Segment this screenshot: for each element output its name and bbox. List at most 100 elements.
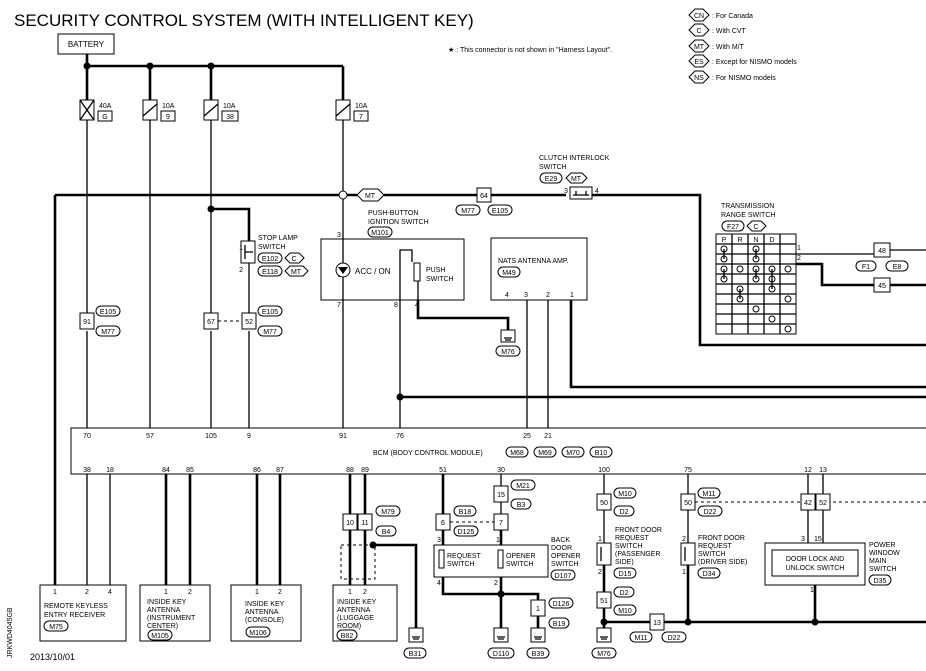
svg-text:2: 2 — [797, 255, 801, 262]
svg-text:M21: M21 — [516, 483, 530, 490]
front-door-request-switch-driver: 2 1 FRONT DOOR REQUEST SWITCH (DRIVER SI… — [680, 535, 747, 579]
svg-text:D15: D15 — [619, 571, 632, 578]
svg-text:B18: B18 — [459, 509, 472, 516]
svg-text:89: 89 — [361, 467, 369, 474]
svg-text:38: 38 — [83, 467, 91, 474]
svg-text:E8: E8 — [893, 264, 902, 271]
svg-text:SWITCH: SWITCH — [426, 276, 454, 283]
svg-text:E105: E105 — [100, 309, 116, 316]
svg-text:CN: CN — [694, 13, 704, 20]
push-button-ignition-switch: PUSH-BUTTON IGNITION SWITCH M101 3 ACC /… — [320, 210, 465, 309]
svg-text:13: 13 — [653, 620, 661, 627]
svg-text:ANTENNA: ANTENNA — [147, 607, 181, 614]
svg-text:10A: 10A — [223, 103, 236, 110]
svg-text:B4: B4 — [382, 529, 391, 536]
junction-50-passenger: 50 M10 D2 — [596, 487, 637, 517]
remote-keyless-receiver: 1 2 4 REMOTE KEYLESS ENTRY RECEIVER M75 — [39, 584, 127, 642]
svg-text:10A: 10A — [355, 103, 368, 110]
svg-text:SWITCH: SWITCH — [698, 551, 726, 558]
svg-text:N: N — [753, 237, 758, 244]
svg-text:ANTENNA: ANTENNA — [337, 607, 371, 614]
junction-13: 13 M11 D22 — [629, 613, 687, 643]
svg-text:DOOR: DOOR — [551, 545, 572, 552]
svg-text:M68: M68 — [510, 450, 524, 457]
svg-text:D126: D126 — [553, 601, 570, 608]
svg-text:SWITCH: SWITCH — [539, 164, 567, 171]
svg-text:1: 1 — [255, 589, 259, 596]
svg-text:E29: E29 — [545, 176, 558, 183]
svg-text:2: 2 — [682, 536, 686, 543]
svg-text:10: 10 — [346, 520, 354, 527]
svg-text:POWER: POWER — [869, 542, 895, 549]
svg-text:F27: F27 — [727, 224, 739, 231]
svg-text:ES: ES — [694, 59, 704, 66]
svg-text:11: 11 — [361, 520, 368, 527]
svg-text:FRONT DOOR: FRONT DOOR — [698, 535, 745, 542]
svg-text:G: G — [102, 114, 107, 121]
svg-text:87: 87 — [276, 467, 284, 474]
fuse-40a: 40A G — [79, 99, 113, 122]
svg-text:1: 1 — [496, 537, 500, 544]
svg-text:1: 1 — [239, 245, 243, 252]
svg-text:21: 21 — [544, 433, 552, 440]
svg-text:B19: B19 — [553, 621, 566, 628]
svg-text:INSIDE KEY: INSIDE KEY — [337, 599, 377, 606]
svg-text:M10: M10 — [618, 608, 632, 615]
junction-64: 64 M77 E105 — [455, 187, 513, 216]
svg-text:NS: NS — [694, 75, 704, 82]
svg-text:10A: 10A — [162, 103, 175, 110]
svg-text:51: 51 — [439, 467, 447, 474]
svg-text:4: 4 — [108, 589, 112, 596]
svg-text:2: 2 — [546, 292, 550, 299]
svg-text:(LUGGAGE: (LUGGAGE — [337, 615, 374, 622]
svg-text:M77: M77 — [263, 329, 277, 336]
legend-item-c: C : With CVT — [688, 23, 747, 37]
svg-text:M77: M77 — [461, 208, 475, 215]
svg-text:INSIDE KEY: INSIDE KEY — [245, 601, 285, 608]
svg-text:2: 2 — [363, 589, 367, 596]
svg-text:M49: M49 — [502, 270, 516, 277]
svg-text:50: 50 — [684, 500, 692, 507]
svg-text:M75: M75 — [49, 624, 63, 631]
svg-text:TRANSMISSION: TRANSMISSION — [721, 203, 774, 210]
svg-text:CLUTCH INTERLOCK: CLUTCH INTERLOCK — [539, 155, 610, 162]
svg-text:ANTENNA: ANTENNA — [245, 609, 279, 616]
svg-text:1: 1 — [598, 536, 602, 543]
svg-text:: With CVT: : With CVT — [712, 28, 747, 35]
svg-text:40A: 40A — [99, 103, 112, 110]
svg-text:25: 25 — [523, 433, 531, 440]
svg-text:M76: M76 — [597, 651, 611, 658]
svg-text:ROOM): ROOM) — [337, 623, 361, 630]
svg-text:BCM (BODY CONTROL MODULE): BCM (BODY CONTROL MODULE) — [373, 450, 483, 457]
svg-text:76: 76 — [396, 433, 404, 440]
svg-text:STOP LAMP: STOP LAMP — [258, 235, 298, 242]
svg-text:REQUEST: REQUEST — [698, 543, 733, 550]
svg-text:REMOTE KEYLESS: REMOTE KEYLESS — [44, 603, 108, 610]
svg-text:1: 1 — [797, 245, 801, 252]
svg-text:M76: M76 — [501, 349, 515, 356]
svg-text:13: 13 — [819, 467, 827, 474]
svg-text:NATS ANTENNA AMP.: NATS ANTENNA AMP. — [498, 258, 569, 265]
svg-text:D125: D125 — [458, 529, 475, 536]
svg-text:4: 4 — [437, 580, 441, 587]
svg-text:15: 15 — [814, 536, 822, 543]
svg-text:4: 4 — [505, 292, 509, 299]
svg-text:1: 1 — [682, 569, 686, 576]
svg-text:2: 2 — [494, 580, 498, 587]
inside-key-antenna-instrument-center: 1 2 INSIDE KEY ANTENNA (INSTRUMENT CENTE… — [139, 584, 211, 642]
svg-text:UNLOCK SWITCH: UNLOCK SWITCH — [786, 565, 845, 572]
legend-item-es: ES : Except for NISMO models — [688, 54, 797, 68]
svg-text:B10: B10 — [595, 450, 608, 457]
side-code: JRKWD4045GB — [7, 607, 14, 658]
svg-text:: Except for NISMO models: : Except for NISMO models — [712, 59, 797, 66]
legend: CN : For Canada C : With CVT MT : With M… — [688, 8, 797, 84]
svg-text:BACK: BACK — [551, 537, 570, 544]
junction-67: 67 52 E105 M77 — [203, 305, 283, 337]
ground-b31: B31 — [403, 627, 427, 659]
svg-text:M11: M11 — [702, 491, 715, 498]
svg-text:B3: B3 — [517, 502, 526, 509]
svg-text:7: 7 — [499, 520, 503, 527]
svg-text:45: 45 — [878, 283, 886, 290]
svg-text:38: 38 — [226, 114, 234, 121]
legend-item-cn: CN : For Canada — [688, 8, 753, 22]
